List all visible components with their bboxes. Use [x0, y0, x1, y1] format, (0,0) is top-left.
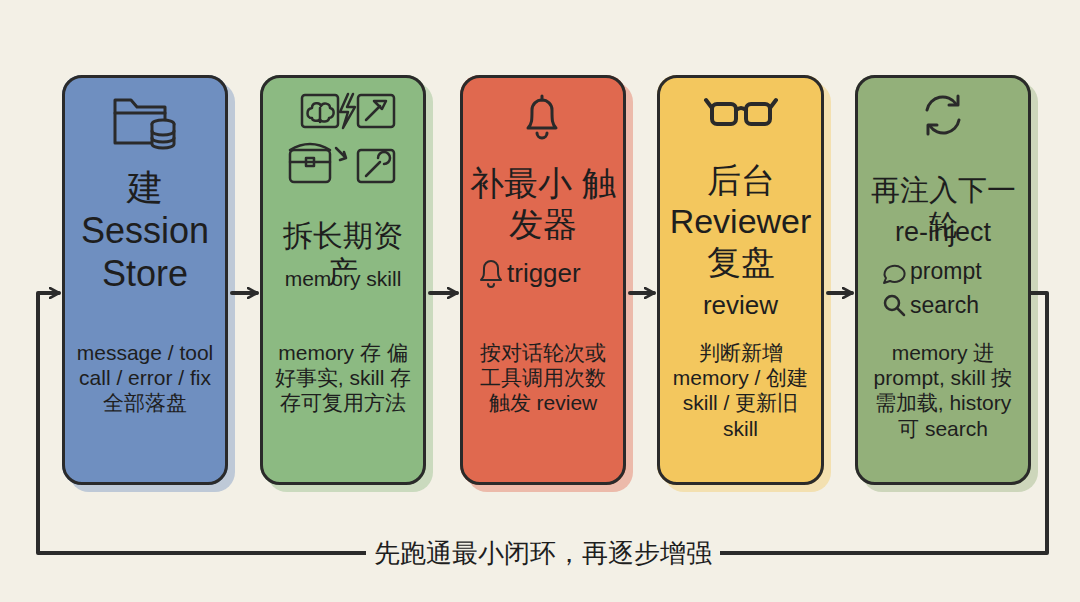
bell-icon [528, 96, 556, 138]
box-body: memory 进 prompt, skill 按需加载, history 可 s… [864, 340, 1022, 441]
box-body: memory 存 偏好事实, skill 存 存可复用方法 [269, 340, 417, 416]
box-body: message / tool call / error / fix 全部落盘 [71, 340, 219, 416]
refresh-icon [927, 96, 959, 134]
icon-caption: memory skill [269, 266, 417, 291]
loop-arrow [38, 293, 1047, 553]
box-heading: 补最小 触发器 [469, 163, 617, 245]
flow-arrow [232, 291, 257, 295]
box-heading: 后台 Reviewer 复盘 [666, 160, 815, 282]
flow-arrow [828, 291, 852, 295]
process-box: 拆长期资产memory skillmemory 存 偏好事实, skill 存 … [260, 75, 426, 485]
box-fill [62, 75, 228, 485]
box-fill [855, 75, 1031, 485]
speech-bubble-icon [884, 266, 905, 283]
item-prompt: prompt [910, 258, 1022, 286]
asset-icons [290, 94, 394, 182]
magnifier-icon [885, 296, 904, 315]
box-body: 按对话轮次或 工具调用次数 触发 review [469, 340, 617, 416]
box-fill [657, 75, 824, 485]
process-box: 补最小 触发器 trigger 按对话轮次或 工具调用次数 触发 review [460, 75, 626, 485]
box-body: 判断新增 memory / 创建 skill / 更新旧 skill [666, 340, 815, 441]
box-subtitle: trigger [507, 258, 617, 289]
box-fill [460, 75, 626, 485]
box-heading: 建 Session Store [71, 166, 219, 296]
box-subtitle: re-inject [864, 216, 1022, 248]
item-search: search [910, 292, 1022, 320]
folder-database-icon [115, 100, 174, 148]
glasses-icon [706, 100, 776, 124]
small-bell-icon [481, 261, 501, 287]
process-box: 后台 Reviewer 复盘 review 判断新增 memory / 创建 ski… [657, 75, 824, 485]
process-box: 再注入下一轮re-injectpromptsearchmemory 进 prom… [855, 75, 1031, 485]
process-box: 建 Session Store message / tool call / err… [62, 75, 228, 485]
loop-label: 先跑通最小闭环，再逐步增强 [366, 536, 720, 571]
box-subtitle: review [666, 290, 815, 321]
flow-arrow [430, 291, 457, 295]
flow-arrow [630, 291, 654, 295]
box-fill [260, 75, 426, 485]
